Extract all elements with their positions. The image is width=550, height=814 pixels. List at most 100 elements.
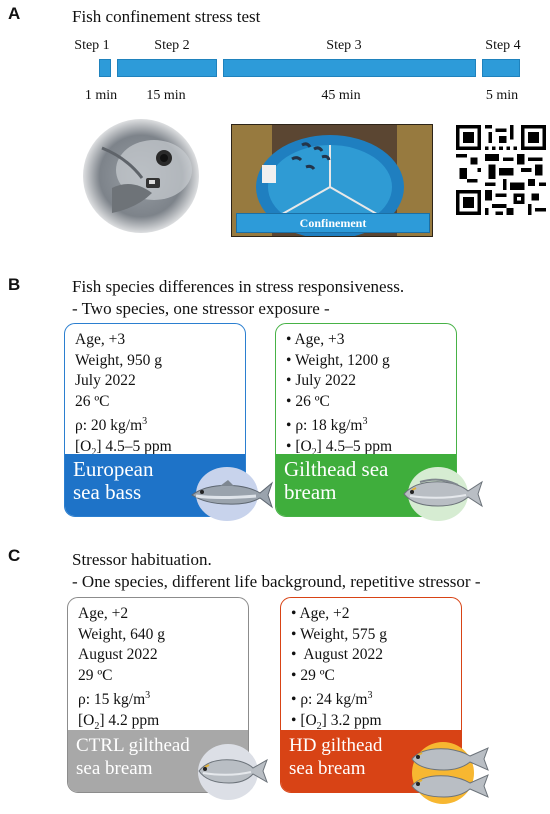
temperature-line: 29 ºC [78,666,113,684]
density-value: ρ: 24 kg/m [300,691,368,709]
tank-photo: Confinement [231,124,433,237]
o2-open: [O [295,438,312,456]
species-name: HD gilthead sea bream [289,734,382,780]
step-1-duration: 1 min [84,88,118,103]
o2-open: [O [78,712,95,730]
step-2-bar [117,59,217,77]
species-name: European sea bass [73,458,153,504]
step-3-label: Step 3 [326,38,362,53]
density-line: • ρ: 18 kg/m3 [286,412,392,437]
species-name-line2: sea bass [73,480,142,504]
density-exponent: 3 [142,416,148,428]
density-value: ρ: 20 kg/m [75,417,143,435]
oxygen-line: [O2] 4.2 ppm [78,711,165,738]
oxygen-line: • [O2] 4.5–5 ppm [286,437,392,464]
bullet: • [286,351,296,369]
fish-sensor-photo [82,118,200,234]
o2-close: ] [321,712,327,730]
temperature-value: 29 ºC [300,666,335,684]
age-line: • Age, +3 [286,330,392,351]
temperature-line: • 26 ºC [286,392,392,413]
o2-subscript: 2 [311,447,317,459]
o2-subscript: 2 [91,447,97,459]
ctrl-card: Age, +2 Weight, 640 g August 2022 29 ºC … [67,597,249,793]
weight-line: Weight, 640 g [78,625,166,643]
bullet: • [286,372,296,390]
panel-b-subtitle: - Two species, one stressor exposure - [72,299,330,318]
step-2-duration: 15 min [146,88,186,103]
date-line: • July 2022 [286,371,392,392]
panel-b-title: Fish species differences in stress respo… [72,277,405,296]
step-4-duration: 5 min [485,88,519,103]
density-line: ρ: 20 kg/m3 [75,412,172,437]
bullet: • [286,417,296,435]
weight-value: Weight, 1200 g [295,351,390,369]
density-value: ρ: 15 kg/m [78,691,146,709]
temperature-value: 26 ºC [295,392,330,410]
bullet: • [286,438,296,456]
density-value: ρ: 18 kg/m [295,417,363,435]
panel-a-title: Fish confinement stress test [72,7,261,26]
oxygen-line: • [O2] 3.2 ppm [291,711,387,738]
species-name-line1: Gilthead sea [284,457,389,481]
panel-c-subtitle: - One species, different life background… [72,572,481,591]
ctrl-stats: Age, +2 Weight, 640 g August 2022 29 ºC … [78,604,165,738]
o2-close: ] [316,438,322,456]
oxygen-value: 4.5–5 ppm [325,438,393,456]
species-name: CTRL gilthead sea bream [76,734,190,780]
age-value: Age, +2 [299,605,350,622]
density-line: • ρ: 24 kg/m3 [291,686,387,711]
step-1-bar [99,59,111,77]
date-value: August 2022 [300,646,383,664]
bullet: • [291,605,300,622]
bullet: • [286,392,296,410]
step-2-label: Step 2 [154,38,190,53]
date-line: August 2022 [78,646,158,664]
bullet: • [291,646,301,664]
o2-open: [O [300,712,317,730]
bullet: • [291,666,301,684]
density-exponent: 3 [367,690,373,702]
confinement-label: Confinement [236,213,430,233]
panel-c-title: Stressor habituation. [72,550,212,569]
panel-a-letter: A [8,4,21,23]
species-name-line2: sea bream [76,758,153,779]
species-name-line2: bream [284,480,337,504]
density-exponent: 3 [145,690,151,702]
oxygen-value: 4.2 ppm [108,712,160,730]
step-1-label: Step 1 [74,38,110,53]
weight-line: • Weight, 1200 g [286,351,392,372]
weight-line: • Weight, 575 g [291,625,387,646]
species-name-line1: CTRL gilthead [76,735,190,756]
o2-close: ] [96,438,102,456]
o2-subscript: 2 [94,721,100,733]
oxygen-line: [O2] 4.5–5 ppm [75,437,172,464]
o2-open: [O [75,438,92,456]
age-line: Age, +2 [78,605,129,622]
o2-subscript: 2 [316,721,322,733]
seabass-fish-icon [188,477,274,511]
panel-c-letter: C [8,546,21,565]
bullet: • [291,712,301,730]
seabream-stats: • Age, +3 • Weight, 1200 g • July 2022 •… [286,330,392,464]
density-exponent: 3 [362,416,368,428]
density-line: ρ: 15 kg/m3 [78,686,165,711]
species-name-line1: European [73,457,154,481]
bullet: • [286,331,295,348]
bullet: • [291,625,301,643]
species-name-line1: HD gilthead [289,735,383,756]
temperature-line: • 29 ºC [291,666,387,687]
seabream-fish-icon [400,476,484,512]
date-line: • August 2022 [291,645,387,666]
age-line: Age, +3 [75,331,126,348]
qr-code [456,125,546,215]
oxygen-value: 3.2 ppm [330,712,382,730]
step-4-label: Step 4 [485,38,521,53]
hd-fish-icon [408,744,492,802]
weight-line: Weight, 950 g [75,351,163,369]
panel-b-letter: B [8,275,21,294]
step-4-bar [482,59,520,77]
temperature-line: 26 ºC [75,392,110,410]
date-value: July 2022 [295,372,357,390]
age-value: Age, +3 [294,331,345,348]
